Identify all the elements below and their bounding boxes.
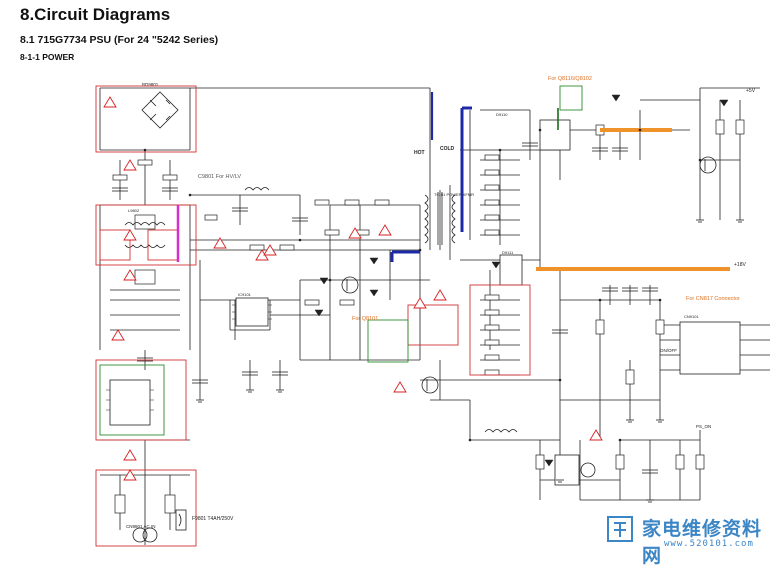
circuit-schematic: BD9801 — [95, 76, 770, 547]
label-fuse: F9801 T4AH/250V — [192, 516, 234, 522]
note-q8116: For Q8116/Q8102 — [548, 76, 592, 82]
label-d9111: D9111 — [502, 250, 514, 255]
label-u9101: IC9101 — [238, 292, 252, 297]
label-hot: HOT — [414, 150, 425, 156]
watermark-url: www.520101.com — [664, 539, 754, 549]
schematic-labels: C9801 For HV/LV For Q8116/Q8102 For Q810… — [126, 76, 756, 529]
passive-components — [112, 119, 745, 514]
ic-pins — [106, 304, 272, 411]
ic-blocks — [109, 119, 741, 486]
label-l9802: L9802 — [128, 208, 140, 213]
diodes — [314, 94, 729, 467]
watermark-logo-icon — [607, 516, 633, 542]
transformer-t9101 — [424, 192, 456, 245]
label-5v-rail: +5V — [746, 88, 756, 94]
label-t9101: T9101 POWER XFMR — [434, 192, 474, 197]
label-ps-on: PS_ON — [696, 424, 711, 429]
page-title: 8.Circuit Diagrams — [20, 5, 171, 24]
label-on-off: ON/OFF — [660, 348, 677, 353]
junction-dots — [143, 128, 702, 442]
note-hv-lv: C9801 For HV/LV — [198, 174, 241, 180]
choke-l9802 — [124, 187, 518, 433]
hazard-boxes — [95, 85, 531, 547]
page-subtitle: 8.1 715G7734 PSU (For 24 "5242 Series) — [20, 34, 219, 46]
label-d9110: D9110 — [496, 112, 508, 117]
capacitors — [112, 142, 658, 474]
transistors — [341, 156, 717, 478]
label-ac-in: CN9801 AC IN — [126, 524, 156, 529]
warning-triangles — [103, 96, 603, 481]
label-bd9801: BD9801 — [142, 82, 159, 87]
section-heading: 8-1-1 POWER — [20, 52, 75, 62]
label-cold: COLD — [440, 146, 455, 152]
note-q8101: For Q8101 — [352, 316, 378, 322]
ground-symbols — [196, 219, 744, 503]
note-cn817: For CN817 Connector — [686, 296, 740, 302]
green-boxes — [99, 85, 583, 436]
bridge-rectifier-bd9801 — [141, 91, 179, 129]
label-cn9101: CN9101 — [684, 314, 699, 319]
label-18v-rail: +18V — [734, 262, 746, 268]
wiring — [99, 87, 770, 545]
watermark: 家电维修资料网 www.520101.com — [606, 512, 774, 567]
ac-input-connector — [132, 509, 187, 543]
